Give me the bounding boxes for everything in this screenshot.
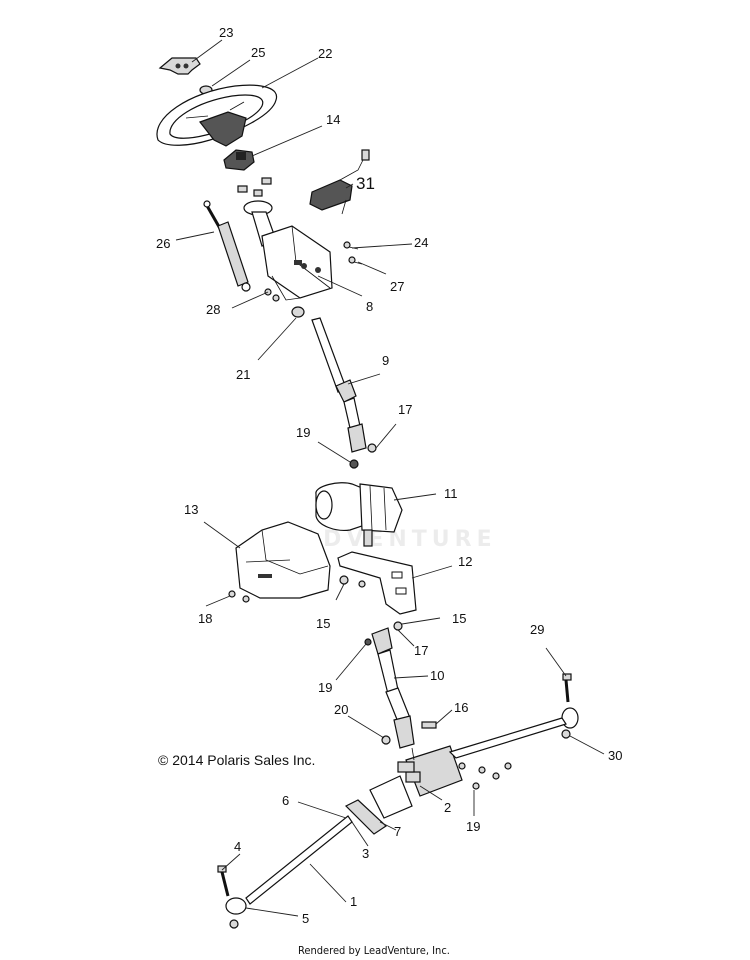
- part-eps-cover: [235, 521, 331, 599]
- callout-23: 23: [219, 25, 233, 40]
- part-steering-wheel: [156, 84, 278, 147]
- callout-6: 6: [282, 793, 289, 808]
- callout-31: 31: [356, 174, 375, 193]
- part-column-bracket: [261, 225, 333, 301]
- part-bolts-upper: [343, 241, 363, 265]
- part-gas-strut: [203, 200, 251, 292]
- part-upper-shaft: [311, 317, 377, 469]
- callout-26: 26: [156, 236, 170, 251]
- part-lower-shaft: [364, 627, 437, 749]
- part-bolts-28: [264, 288, 280, 302]
- callout-5: 5: [302, 911, 309, 926]
- callout-12: 12: [458, 554, 472, 569]
- callout-2: 2: [444, 800, 451, 815]
- part-hub-adapter: [223, 149, 255, 171]
- callout-27: 27: [390, 279, 404, 294]
- part-screw-cover: [242, 595, 250, 603]
- callout-10: 10: [430, 668, 444, 683]
- part-tie-rod-left: [217, 865, 247, 929]
- part-hardware-small: [237, 177, 272, 197]
- callout-19b: 19: [318, 680, 332, 695]
- part-tie-rod-right: [561, 673, 579, 739]
- callout-labels: 23 25 22 14 31 26 24 27 28 8 21 9 17 19 …: [156, 25, 622, 926]
- part-eps-unit: [315, 482, 403, 547]
- callout-29: 29: [530, 622, 544, 637]
- callout-19c: 19: [466, 819, 480, 834]
- callout-11: 11: [444, 486, 458, 501]
- callout-21: 21: [236, 367, 250, 382]
- callout-18: 18: [198, 611, 212, 626]
- callout-9: 9: [382, 353, 389, 368]
- part-rack-assembly: [245, 717, 567, 905]
- callout-28: 28: [206, 302, 220, 317]
- callout-3: 3: [362, 846, 369, 861]
- callout-15a: 15: [316, 616, 330, 631]
- leader-lines: [175, 39, 605, 917]
- callout-13: 13: [184, 502, 198, 517]
- callout-16: 16: [454, 700, 468, 715]
- callout-1: 1: [350, 894, 357, 909]
- callout-15b: 15: [452, 611, 466, 626]
- copyright-text: © 2014 Polaris Sales Inc.: [158, 752, 316, 768]
- part-mount-bracket: [337, 551, 417, 631]
- callout-8: 8: [366, 299, 373, 314]
- part-bushing: [291, 306, 305, 318]
- callout-17b: 17: [414, 643, 428, 658]
- callout-22: 22: [318, 46, 332, 61]
- callout-17a: 17: [398, 402, 412, 417]
- callout-25: 25: [251, 45, 265, 60]
- part-steering-cap: [158, 57, 201, 75]
- callout-7: 7: [394, 824, 401, 839]
- callout-20: 20: [334, 702, 348, 717]
- callout-30: 30: [608, 748, 622, 763]
- callout-24: 24: [414, 235, 428, 250]
- callout-4: 4: [234, 839, 241, 854]
- callout-14: 14: [326, 112, 340, 127]
- part-switch-module: [309, 149, 370, 215]
- footer-credit: Rendered by LeadVenture, Inc.: [298, 944, 450, 957]
- callout-19a: 19: [296, 425, 310, 440]
- part-screw-18: [228, 590, 236, 598]
